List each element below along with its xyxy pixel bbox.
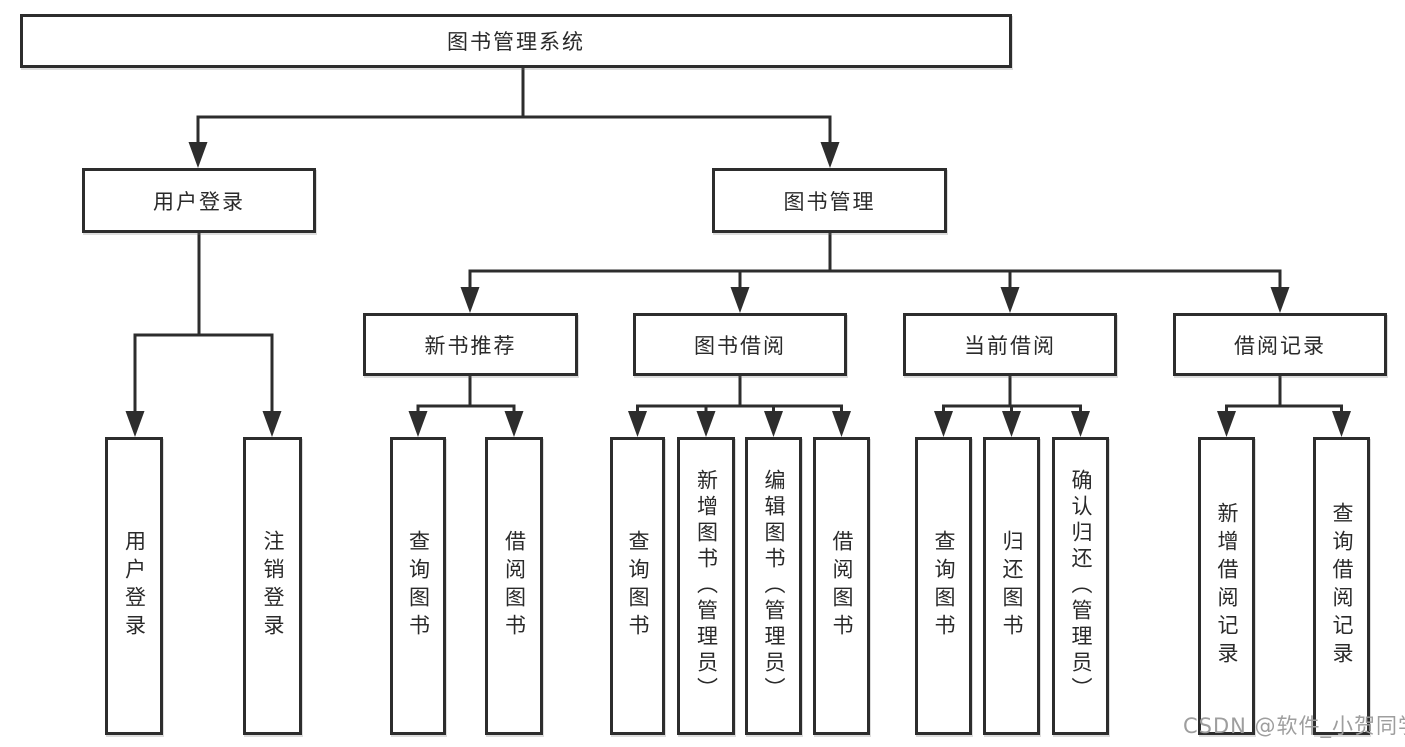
leaf-bb-borrow-books-label: 借阅图书: [830, 530, 854, 642]
edge-line: [416, 376, 516, 414]
edge-arrowhead: [125, 411, 282, 437]
leaf-bb-edit-books-admin: 编辑图书（管理员）: [745, 437, 802, 735]
leaf-cb-return-books-label: 归还图书: [1000, 530, 1024, 642]
leaf-br-add-record: 新增借阅记录: [1198, 437, 1255, 735]
edge-arrowhead: [460, 287, 1290, 313]
node-new-book-recommend: 新书推荐: [363, 313, 578, 376]
node-new-book-recommend-label: 新书推荐: [424, 333, 517, 358]
node-borrowing-records-label: 借阅记录: [1234, 333, 1326, 358]
edge-arrowhead: [408, 411, 524, 437]
leaf-nb-query-books: 查询图书: [390, 437, 446, 735]
leaf-nb-borrow-books: 借阅图书: [485, 437, 543, 735]
watermark-text: CSDN @软件_小贺同学: [1183, 714, 1405, 738]
leaf-cb-confirm-return-admin: 确认归还（管理员）: [1052, 437, 1109, 735]
leaf-logout: 注销登录: [243, 437, 302, 735]
node-borrowing-records: 借阅记录: [1173, 313, 1387, 376]
node-book-borrowing: 图书借阅: [633, 313, 847, 376]
edge-arrowhead: [934, 411, 1090, 437]
leaf-br-query-record: 查询借阅记录: [1313, 437, 1370, 735]
leaf-nb-borrow-books-label: 借阅图书: [502, 530, 527, 642]
node-book-management-label: 图书管理: [783, 189, 876, 214]
edge-group-new-book-recommend: [408, 376, 524, 437]
leaf-bb-add-books-admin-label: 新增图书（管理员）: [694, 469, 719, 703]
leaf-cb-query-books-label: 查询图书: [932, 530, 956, 642]
node-root-label: 图书管理系统: [447, 30, 585, 54]
node-book-management: 图书管理: [712, 168, 947, 233]
leaf-br-add-record-label: 新增借阅记录: [1215, 502, 1239, 670]
edge-group-book-borrowing: [628, 376, 851, 437]
edge-line: [1225, 376, 1343, 414]
edge-group-borrowing-records: [1217, 376, 1351, 437]
edge-line: [636, 376, 843, 414]
leaf-cb-confirm-return-admin-label: 确认归还（管理员）: [1069, 469, 1093, 703]
leaf-logout-label: 注销登录: [261, 530, 285, 642]
node-current-borrowing-label: 当前借阅: [964, 333, 1056, 358]
leaf-cb-query-books: 查询图书: [915, 437, 972, 735]
edge-group-current-borrowing: [934, 376, 1090, 437]
leaf-cb-return-books: 归还图书: [983, 437, 1040, 735]
leaf-nb-query-books-label: 查询图书: [406, 530, 431, 642]
leaf-br-query-record-label: 查询借阅记录: [1330, 502, 1354, 670]
node-user-login: 用户登录: [82, 168, 316, 233]
node-user-login-label: 用户登录: [153, 189, 245, 214]
leaf-user-login-label: 用户登录: [122, 530, 147, 642]
leaf-bb-add-books-admin: 新增图书（管理员）: [677, 437, 735, 735]
node-book-borrowing-label: 图书借阅: [694, 333, 786, 358]
edge-arrowhead: [628, 411, 851, 437]
node-root: 图书管理系统: [20, 14, 1012, 68]
leaf-bb-borrow-books: 借阅图书: [813, 437, 870, 735]
leaf-user-login: 用户登录: [105, 437, 163, 735]
node-current-borrowing: 当前借阅: [903, 313, 1117, 376]
leaf-bb-edit-books-admin-label: 编辑图书（管理员）: [762, 469, 786, 703]
leaf-bb-query-books: 查询图书: [610, 437, 665, 735]
edge-group-root: [188, 68, 840, 168]
edge-arrowhead: [1217, 411, 1351, 437]
edge-group-user-login: [125, 233, 282, 437]
edge-line: [133, 233, 274, 413]
edge-arrowhead: [188, 142, 840, 168]
edge-line: [196, 68, 832, 146]
edge-group-book-management: [460, 233, 1290, 313]
leaf-bb-query-books-label: 查询图书: [626, 530, 650, 642]
edge-line: [468, 233, 1282, 289]
edge-line: [942, 376, 1082, 414]
